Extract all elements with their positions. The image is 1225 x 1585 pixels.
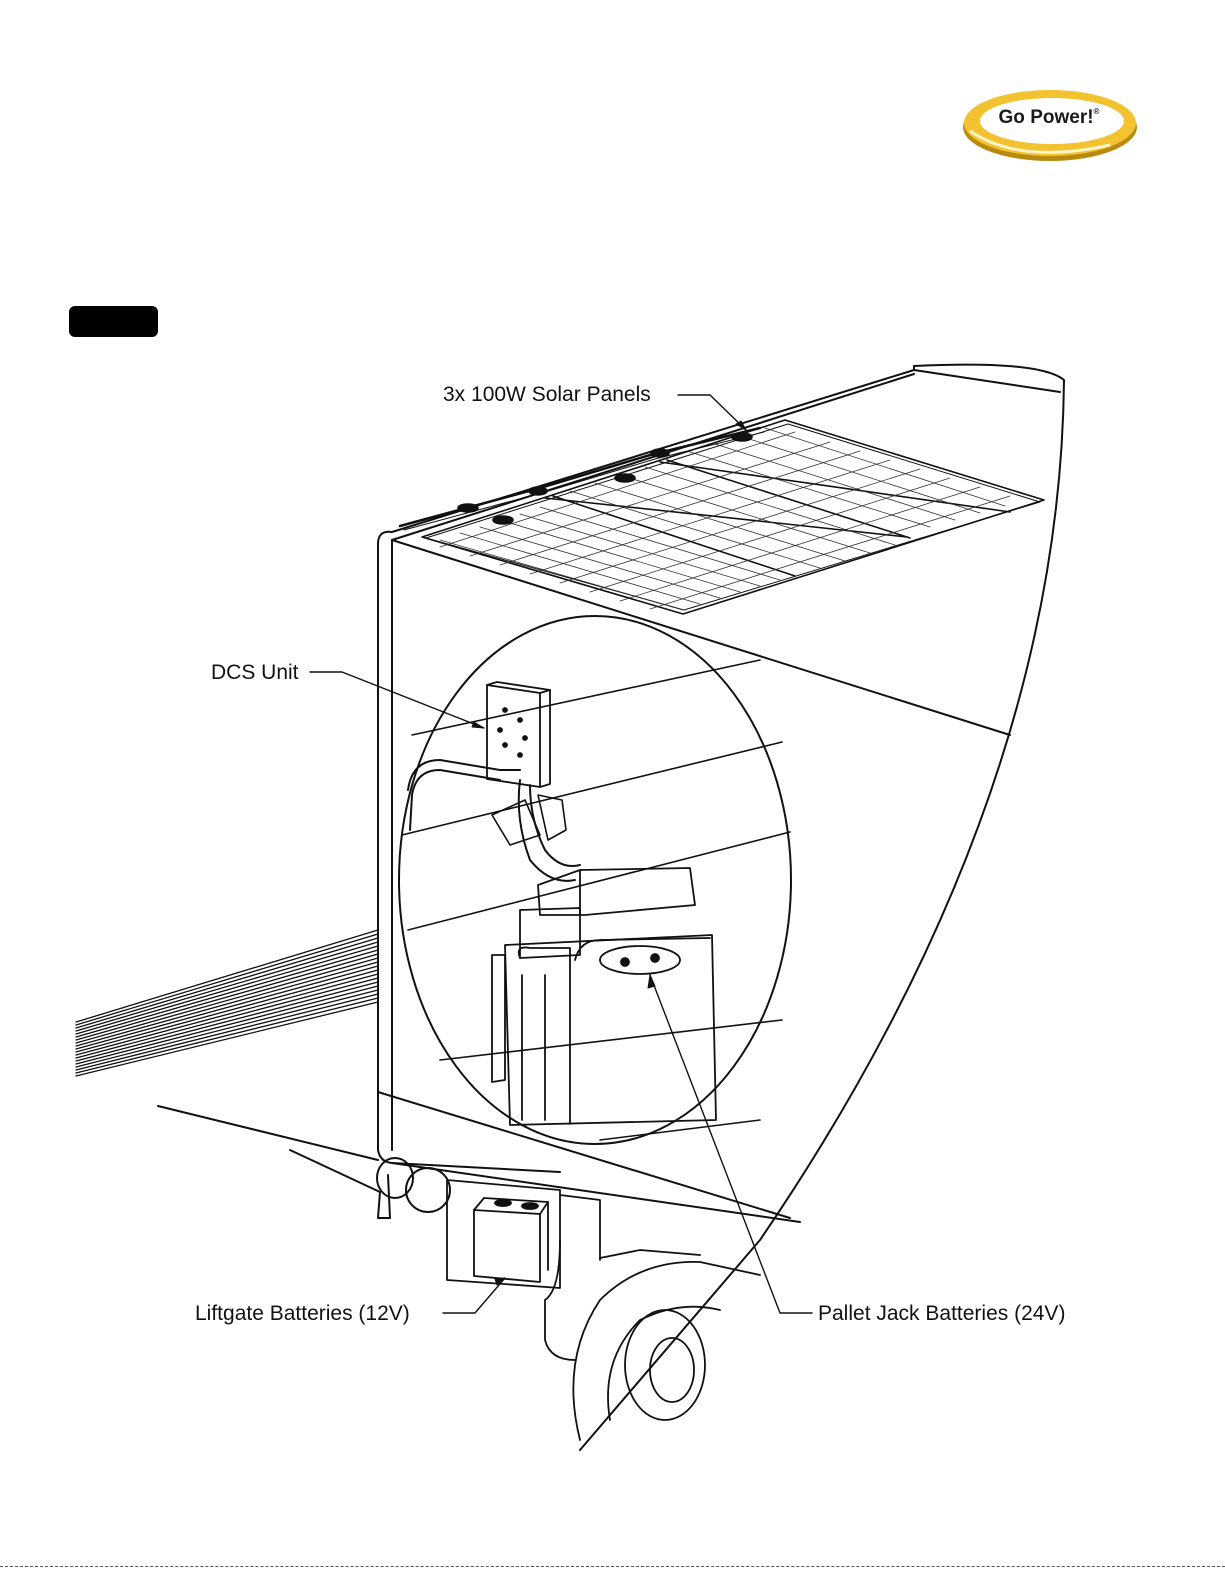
label-pallet-jack-batteries: Pallet Jack Batteries (24V) [818,1302,1065,1326]
liftgate-platform-hatch [76,930,378,1076]
label-liftgate-batteries: Liftgate Batteries (12V) [195,1302,410,1326]
liftgate-battery [447,1180,600,1360]
leader-dcs [310,672,484,728]
label-solar-panels: 3x 100W Solar Panels [443,383,651,407]
solar-panels [400,420,1044,614]
page-bottom-rule [0,1566,1225,1567]
pallet-jack-battery [492,868,716,1125]
wheel [573,1250,760,1440]
label-dcs-unit: DCS Unit [211,661,299,685]
arrow-pallet [648,975,655,988]
cutaway-circle [399,616,791,1144]
arrow-dcs [472,722,484,728]
dcs-unit [487,682,550,787]
